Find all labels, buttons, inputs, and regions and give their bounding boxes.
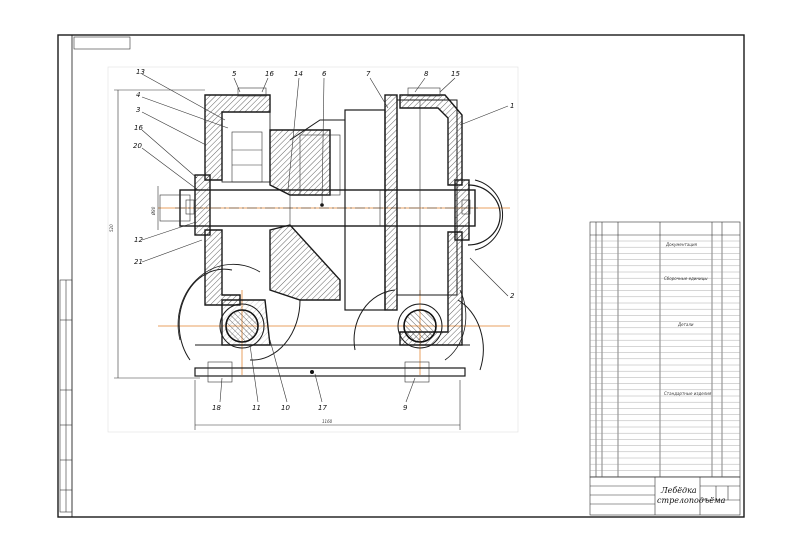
spec-section-units: Сборочные единицы xyxy=(664,276,707,281)
callout-4: 4 xyxy=(136,91,140,99)
title-line-2: стрелоподъёма xyxy=(657,496,726,505)
callout-3: 3 xyxy=(136,106,140,114)
callout-8: 8 xyxy=(424,70,429,78)
spec-section-standard: Стандартные изделия xyxy=(664,391,712,396)
dim-height: 520 xyxy=(109,224,114,232)
callout-13: 13 xyxy=(136,68,145,76)
callout-7: 7 xyxy=(366,70,371,78)
dimension-lines: 520 1160 Ø80 xyxy=(109,89,461,430)
callout-12: 12 xyxy=(134,236,143,244)
callouts: 13 5 16 14 6 7 8 15 1 4 3 16 20 12 21 2 … xyxy=(133,68,515,412)
dim-width: 1160 xyxy=(322,419,333,424)
callout-14: 14 xyxy=(294,70,303,78)
callout-6: 6 xyxy=(322,70,327,78)
gear-section xyxy=(269,119,346,305)
callout-5: 5 xyxy=(232,70,237,78)
callout-21: 21 xyxy=(134,258,143,266)
callout-9: 9 xyxy=(403,404,408,412)
dim-shaft: Ø80 xyxy=(151,206,156,216)
callout-17: 17 xyxy=(318,404,327,412)
title-line-1: Лебёдка xyxy=(660,486,697,495)
callout-2: 2 xyxy=(510,292,515,300)
callout-16-top: 16 xyxy=(265,70,274,78)
base-bar xyxy=(194,361,466,383)
callout-16-left: 16 xyxy=(134,124,143,132)
callout-18: 18 xyxy=(212,404,221,412)
spec-section-docs: Документация xyxy=(665,242,698,247)
sheet-inner-border xyxy=(71,34,745,518)
corner-stamp xyxy=(73,36,131,50)
spec-section-parts: Детали xyxy=(677,322,694,327)
main-shaft xyxy=(159,189,480,227)
callout-10: 10 xyxy=(281,404,290,412)
lower-shafts xyxy=(195,299,470,349)
callout-15: 15 xyxy=(451,70,460,78)
callout-1: 1 xyxy=(510,102,514,110)
title-block: Лебёдка стрелоподъёма xyxy=(589,476,741,516)
specification-table: Документация Сборочные единицы Детали Ст… xyxy=(589,221,741,478)
callout-20: 20 xyxy=(133,142,142,150)
side-stamp-strip xyxy=(59,279,73,513)
callout-11: 11 xyxy=(252,404,261,412)
